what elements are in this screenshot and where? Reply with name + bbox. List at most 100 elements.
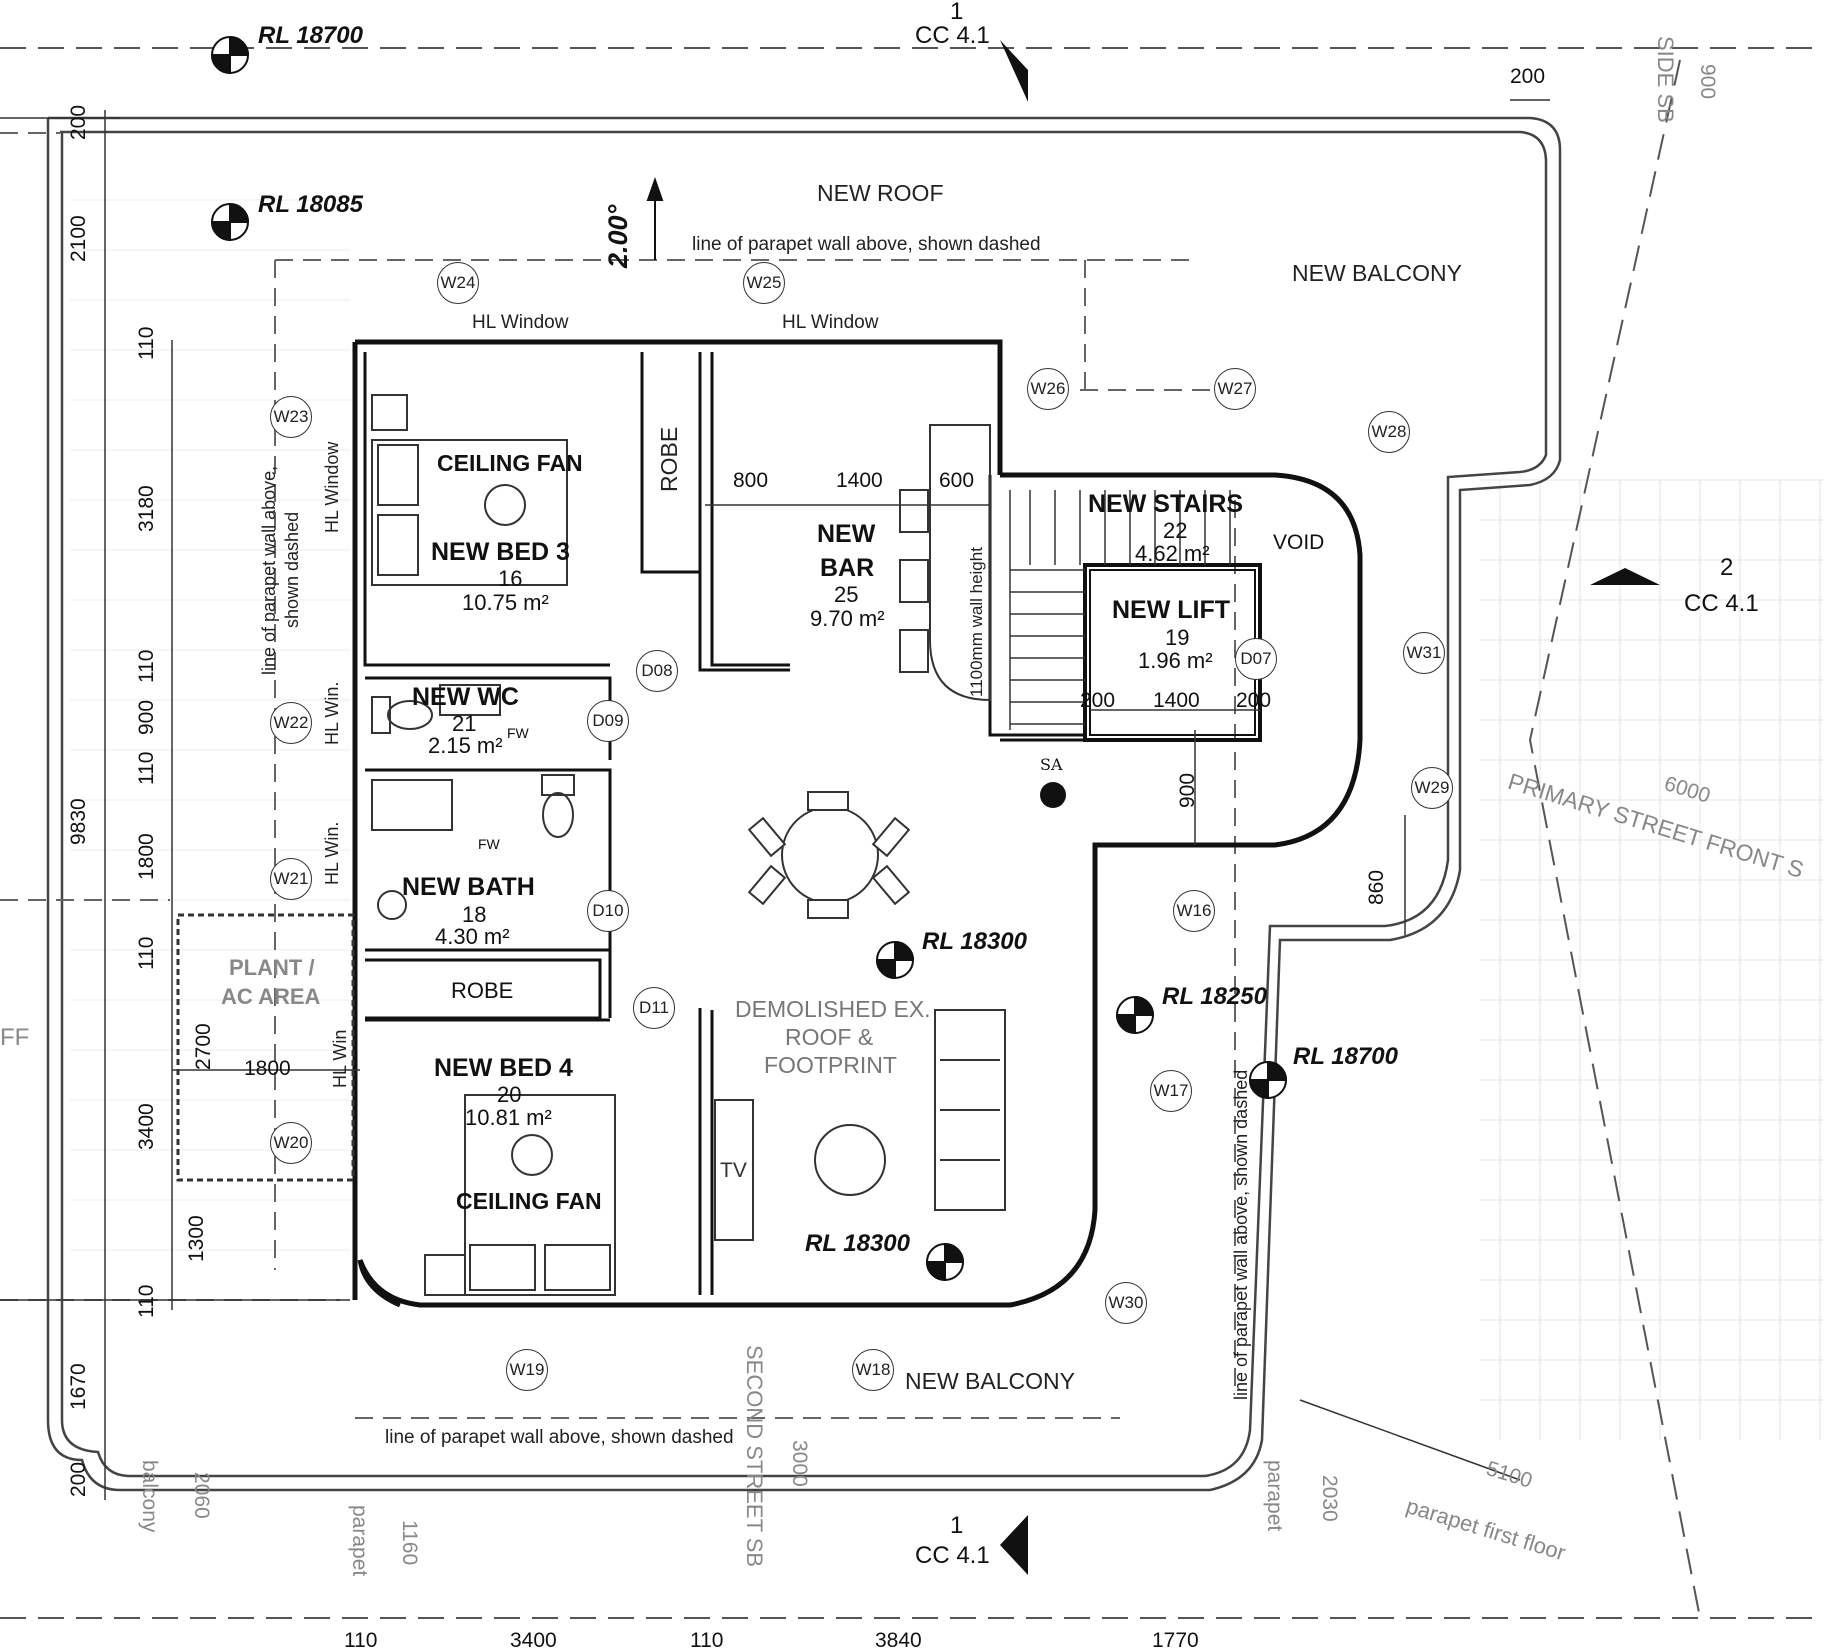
dim-110-d: 110	[135, 936, 158, 970]
dim-3000: 3000	[788, 1440, 811, 1487]
walls	[352, 339, 1363, 1308]
bar-name-line1: NEW	[817, 520, 876, 548]
window-tag-w22: W22	[270, 702, 312, 744]
section-1-top-ref: CC 4.1	[915, 22, 990, 49]
bed-3-number: 16	[498, 566, 523, 591]
wc-area: 2.15 m²	[428, 733, 503, 758]
window-tag-w25: W25	[743, 262, 785, 304]
window-tag-w30: W30	[1105, 1282, 1147, 1324]
robe-top-label: ROBE	[656, 426, 682, 492]
lift-area: 1.96 m²	[1138, 648, 1213, 673]
window-tag-w28: W28	[1368, 411, 1410, 453]
parapet-note-left-2: shown dashed	[282, 511, 302, 628]
bar-name-line2: BAR	[820, 554, 875, 582]
section-1-bottom-number: 1	[950, 1512, 964, 1539]
level-markers	[210, 35, 1288, 1282]
section-1-bottom-ref: CC 4.1	[915, 1542, 990, 1569]
hl-window-label-1: HL Window	[472, 312, 569, 333]
rl-18300-bottom: RL 18300	[805, 1230, 910, 1257]
bed-3-name: NEW BED 3	[431, 538, 570, 566]
dim-9830: 9830	[67, 798, 90, 845]
dim-1160: 1160	[398, 1520, 421, 1566]
section-1-top-number: 1	[950, 0, 964, 25]
rl-18250: RL 18250	[1162, 983, 1267, 1010]
hl-win-label-1: HL Win.	[322, 681, 342, 745]
dim-200-lift-right: 200	[1236, 689, 1272, 712]
dim-900-lift: 900	[1176, 772, 1199, 808]
hl-window-label-left: HL Window	[322, 441, 342, 533]
ff-edge-label: FF	[0, 1024, 30, 1051]
window-tag-w24: W24	[437, 262, 479, 304]
door-tag-d08: D08	[636, 650, 678, 692]
dim-900: 900	[135, 699, 158, 735]
section-2-ref: CC 4.1	[1684, 590, 1759, 617]
dim-1400-lift: 1400	[1153, 689, 1200, 712]
window-tag-w16: W16	[1173, 890, 1215, 932]
wall-height-note: 1100mm wall height	[967, 547, 986, 697]
dim-3180: 3180	[135, 485, 158, 532]
dim-1400-bar: 1400	[836, 469, 883, 492]
paving-grid	[1480, 479, 1824, 1440]
dim-900-top-right: 900	[1696, 64, 1719, 100]
dim-2700: 2700	[192, 1023, 215, 1070]
dim-110-c: 110	[135, 751, 158, 785]
hl-window-label-2: HL Window	[782, 312, 879, 333]
dim-110-b: 110	[135, 649, 158, 683]
dim-200-top: 200	[67, 104, 90, 140]
door-tag-d09: D09	[587, 700, 629, 742]
hl-win-label-2: HL Win.	[322, 821, 342, 885]
dining-table	[747, 791, 911, 919]
dimension-lines	[0, 99, 1550, 1500]
bath-area: 4.30 m²	[435, 924, 510, 949]
dim-200-bottom: 200	[67, 1461, 90, 1497]
dim-200-top-right: 200	[1510, 65, 1546, 88]
second-street-sb-label: SECOND STREET SB	[742, 1345, 767, 1568]
dim-860: 860	[1365, 869, 1388, 905]
new-roof-label: NEW ROOF	[817, 180, 944, 206]
bath-name: NEW BATH	[402, 873, 535, 901]
boundary-lines	[0, 47, 1824, 1619]
window-tag-w18: W18	[852, 1349, 894, 1391]
dim-110-a: 110	[135, 326, 158, 360]
bed-3-furniture	[371, 394, 568, 586]
demolished-line3: FOOTPRINT	[764, 1052, 897, 1078]
dim-bottom-110-b: 110	[690, 1629, 724, 1652]
bed-3-area: 10.75 m²	[462, 590, 549, 615]
wc-name: NEW WC	[412, 683, 519, 711]
section-markers	[1000, 40, 1660, 1575]
stair-treads	[1009, 490, 1231, 730]
stairs-name: NEW STAIRS	[1088, 490, 1244, 518]
dim-200-lift-left: 200	[1080, 689, 1116, 712]
bed-4-number: 20	[497, 1082, 522, 1107]
window-tag-w20: W20	[270, 1122, 312, 1164]
door-tag-d11: D11	[633, 987, 675, 1029]
window-tag-w21: W21	[270, 858, 312, 900]
new-balcony-bottom-label: NEW BALCONY	[905, 1368, 1075, 1394]
robe-bottom-label: ROBE	[451, 978, 514, 1003]
smoke-alarm-label: SA	[1040, 755, 1063, 774]
stairs-area: 4.62 m²	[1135, 541, 1210, 566]
floor-waste-2: FW	[478, 836, 500, 852]
parapet-note-bottom: line of parapet wall above, shown dashed	[385, 1427, 734, 1448]
balcony-edge-label: balcony	[138, 1460, 161, 1533]
lift-number: 19	[1165, 625, 1190, 650]
dim-2060: 2060	[190, 1472, 213, 1519]
interior-walls	[363, 352, 1097, 1295]
door-tag-d07: D07	[1235, 638, 1277, 680]
bed-4-name: NEW BED 4	[434, 1054, 573, 1082]
bath-number: 18	[462, 902, 487, 927]
plant-area-line2: AC AREA	[221, 984, 321, 1009]
tv-label: TV	[720, 1159, 747, 1182]
rl-18085: RL 18085	[258, 191, 363, 218]
dim-800: 800	[733, 469, 769, 492]
dim-1670: 1670	[67, 1363, 90, 1410]
dim-3400-v: 3400	[135, 1103, 158, 1150]
window-tag-w23: W23	[270, 396, 312, 438]
wc-number: 21	[452, 711, 477, 736]
window-tag-w26: W26	[1027, 368, 1069, 410]
dim-1800-h: 1800	[244, 1057, 291, 1080]
door-tag-d10: D10	[587, 890, 629, 932]
dim-2030: 2030	[1318, 1475, 1341, 1522]
dim-110-e: 110	[135, 1284, 158, 1318]
